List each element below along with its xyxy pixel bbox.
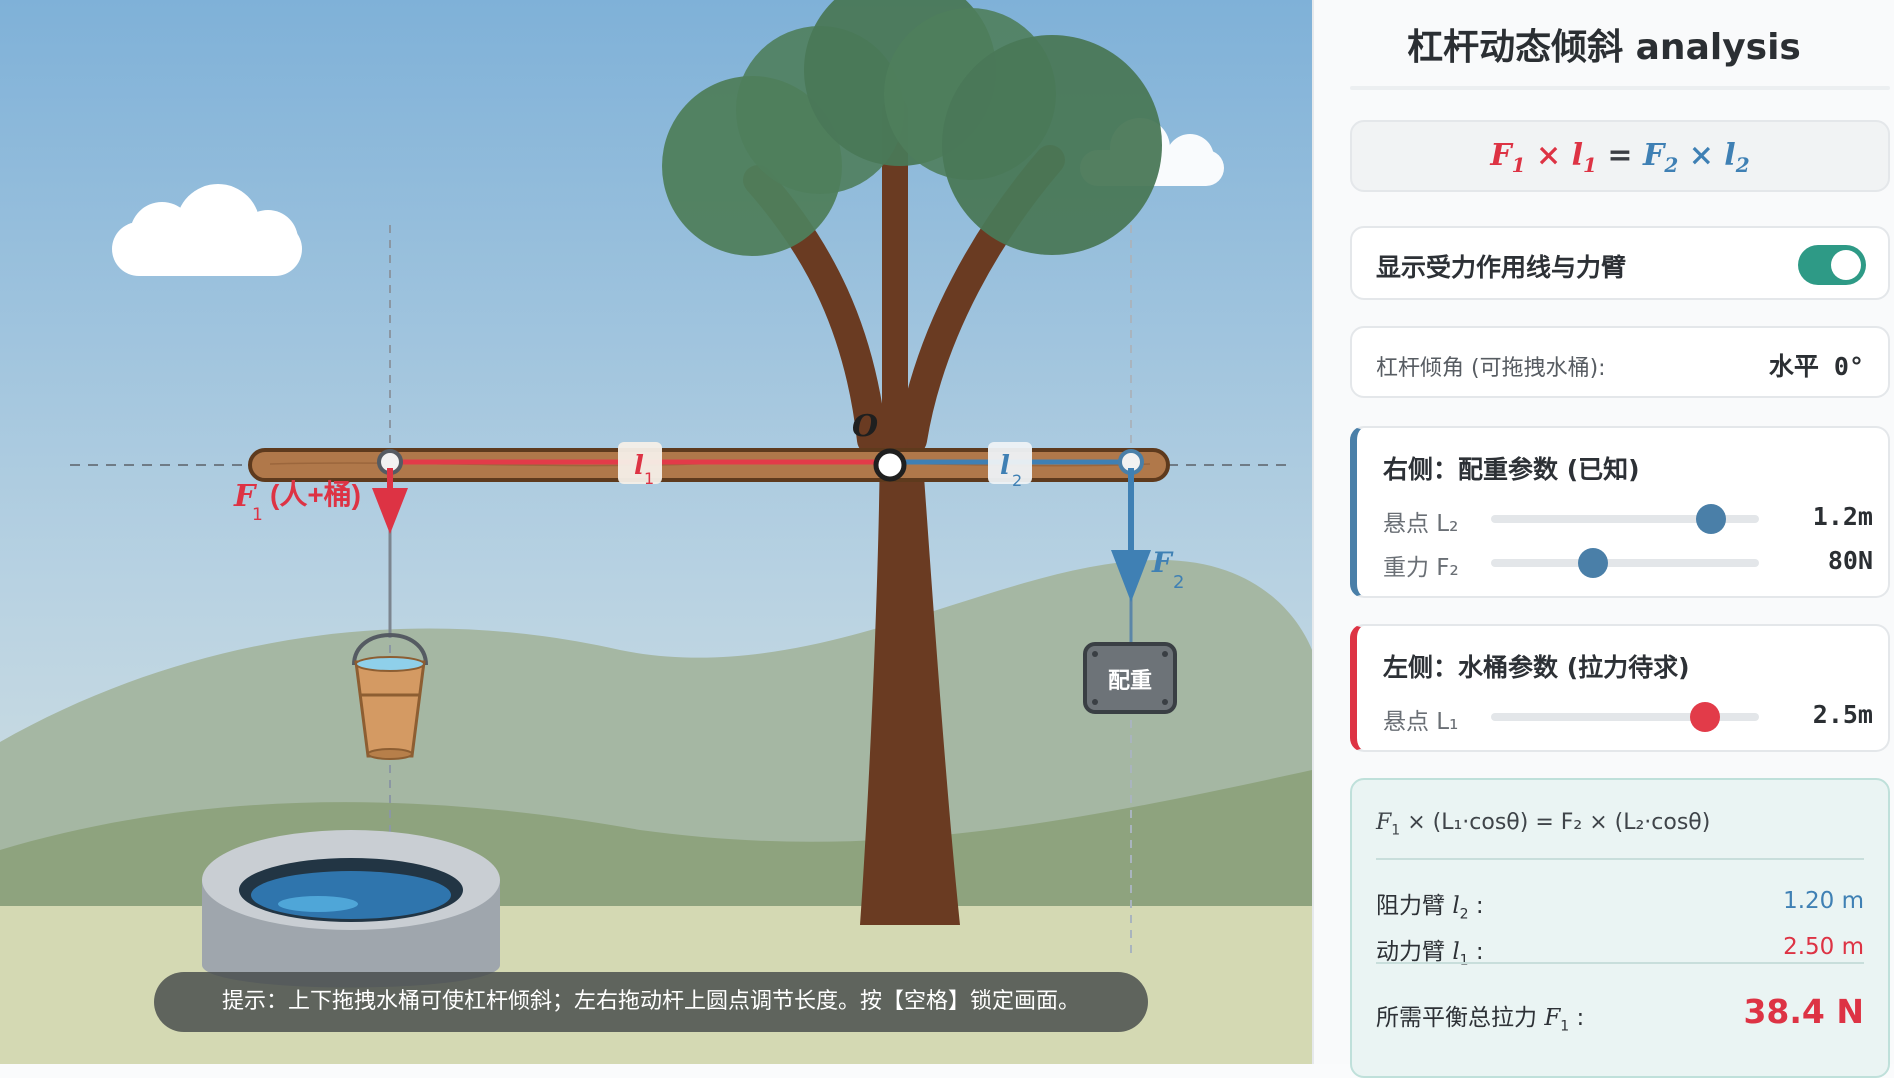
- result-divider: [1376, 858, 1864, 860]
- angle-value: 水平 0°: [1768, 352, 1864, 381]
- slider-label-l2: 悬点 L₂: [1383, 511, 1459, 537]
- formula-f1: F: [1490, 138, 1512, 173]
- counterweight[interactable]: 配重: [1083, 642, 1177, 714]
- toggle-label: 显示受力作用线与力臂: [1376, 253, 1627, 282]
- slider-label-l1: 悬点 L₁: [1383, 709, 1459, 735]
- svg-text:F: F: [1151, 546, 1174, 579]
- formula-l2: l: [1724, 138, 1736, 173]
- f2-force-arrow: [1111, 468, 1151, 602]
- slider-value-l1: 2.5m: [1812, 700, 1873, 729]
- slider-label-f2: 重力 F₂: [1383, 555, 1459, 581]
- total-force-row: 所需平衡总拉力 F1 : 38.4 N: [1376, 992, 1864, 1035]
- slider-knob-f2[interactable]: [1577, 548, 1608, 578]
- counterweight-params-card: 右侧：配重参数 (已知) 悬点 L₂ 1.2m 重力 F₂ 80N: [1350, 426, 1890, 598]
- angle-label: 杠杆倾角 (可拖拽水桶):: [1376, 356, 1606, 381]
- slider-knob-l1[interactable]: [1690, 702, 1721, 732]
- well: [202, 830, 500, 988]
- svg-text:F: F: [233, 479, 258, 514]
- title-underline: [1350, 86, 1890, 90]
- formula-f2: F: [1643, 138, 1665, 173]
- cloud-left: [112, 184, 302, 276]
- formula-card: F1 × l1 = F2 × l2: [1350, 120, 1890, 192]
- f1-force-arrow: [372, 468, 408, 534]
- result-divider-2: [1376, 962, 1864, 964]
- formula-equals: =: [1607, 138, 1633, 173]
- f1-label: F 1 (人+桶): [233, 479, 361, 525]
- svg-text:1: 1: [252, 505, 263, 525]
- hint-bar: 提示：上下拖拽水桶可使杠杆倾斜；左右拖动杆上圆点调节长度。按【空格】锁定画面。: [154, 972, 1148, 1032]
- f2-label: F 2: [1151, 546, 1184, 593]
- result-card: F1 × (L₁·cosθ) = F₂ × (L₂·cosθ) 阻力臂 l2 :…: [1350, 778, 1890, 1078]
- svg-text:1: 1: [644, 469, 654, 488]
- formula-f2-sub: 2: [1664, 153, 1679, 177]
- eq-rest: × (L₁·cosθ) = F₂ × (L₂·cosθ): [1407, 810, 1711, 835]
- water-bucket[interactable]: [352, 633, 428, 760]
- pivot-point: [873, 448, 907, 482]
- power-arm-row: 动力臂 l1 : 2.50 m: [1376, 932, 1864, 969]
- slider-value-l2: 1.2m: [1812, 502, 1873, 531]
- slider-row-f2: 重力 F₂ 80N: [1383, 542, 1873, 582]
- analysis-panel: 杠杆动态倾斜 analysis F1 × l1 = F2 × l2 显示受力作用…: [1314, 0, 1894, 1078]
- pivot-label: O: [852, 409, 878, 444]
- weight-label: 配重: [1108, 668, 1152, 693]
- result-equation: F1 × (L₁·cosθ) = F₂ × (L₂·cosθ): [1376, 810, 1710, 838]
- formula-l1-sub: 1: [1583, 153, 1597, 177]
- slider-knob-l2[interactable]: [1695, 504, 1726, 534]
- slider-track-l2[interactable]: [1491, 504, 1759, 534]
- power-arm-label: 动力臂 l1 :: [1376, 939, 1484, 969]
- svg-text:l: l: [1000, 451, 1010, 481]
- svg-text:l: l: [634, 451, 644, 481]
- resist-arm-row: 阻力臂 l2 : 1.20 m: [1376, 886, 1864, 923]
- panel-title: 杠杆动态倾斜 analysis: [1407, 27, 1801, 68]
- eq-f: F: [1376, 810, 1392, 835]
- tree: [662, 0, 1162, 925]
- formula-l2-sub: 2: [1735, 153, 1750, 177]
- lever-bar: [248, 448, 1170, 482]
- slider-track-f2[interactable]: [1491, 548, 1759, 578]
- power-arm-value: 2.50 m: [1783, 934, 1864, 960]
- l1-tag: l 1: [618, 442, 662, 488]
- total-force-value: 38.4 N: [1743, 992, 1864, 1031]
- resist-arm-label: 阻力臂 l2 :: [1376, 893, 1484, 923]
- scene-canvas: 配重 l 1 l 2 O F 1: [0, 0, 1312, 1064]
- slider-row-l1: 悬点 L₁ 2.5m: [1383, 696, 1873, 736]
- svg-text:(人+桶): (人+桶): [270, 479, 361, 510]
- slider-row-l2: 悬点 L₂ 1.2m: [1383, 498, 1873, 538]
- total-force-label: 所需平衡总拉力 F1 :: [1376, 1005, 1585, 1035]
- bucket-params-title: 左侧：水桶参数 (拉力待求): [1383, 653, 1690, 682]
- toggle-knob: [1831, 250, 1861, 280]
- lever-scene: 配重 l 1 l 2 O F 1: [0, 0, 1312, 1064]
- eq-f-sub: 1: [1391, 822, 1401, 839]
- formula-l1: l: [1571, 138, 1584, 173]
- l2-tag: l 2: [988, 442, 1032, 490]
- counterweight-params-title: 右侧：配重参数 (已知): [1383, 455, 1640, 484]
- formula-times-1: ×: [1536, 138, 1562, 173]
- svg-text:2: 2: [1012, 471, 1022, 490]
- panel-divider: [1312, 0, 1314, 1064]
- formula-f1-sub: 1: [1511, 153, 1526, 177]
- force-lines-toggle-card: 显示受力作用线与力臂: [1350, 226, 1890, 300]
- resist-arm-value: 1.20 m: [1783, 888, 1864, 914]
- slider-value-f2: 80N: [1827, 546, 1873, 575]
- slider-track-l1[interactable]: [1491, 702, 1759, 732]
- force-lines-toggle[interactable]: [1798, 245, 1866, 285]
- angle-card: 杠杆倾角 (可拖拽水桶): 水平 0°: [1350, 326, 1890, 398]
- formula-times-2: ×: [1688, 138, 1714, 173]
- bucket-params-card: 左侧：水桶参数 (拉力待求) 悬点 L₁ 2.5m: [1350, 624, 1890, 752]
- svg-text:2: 2: [1173, 572, 1184, 593]
